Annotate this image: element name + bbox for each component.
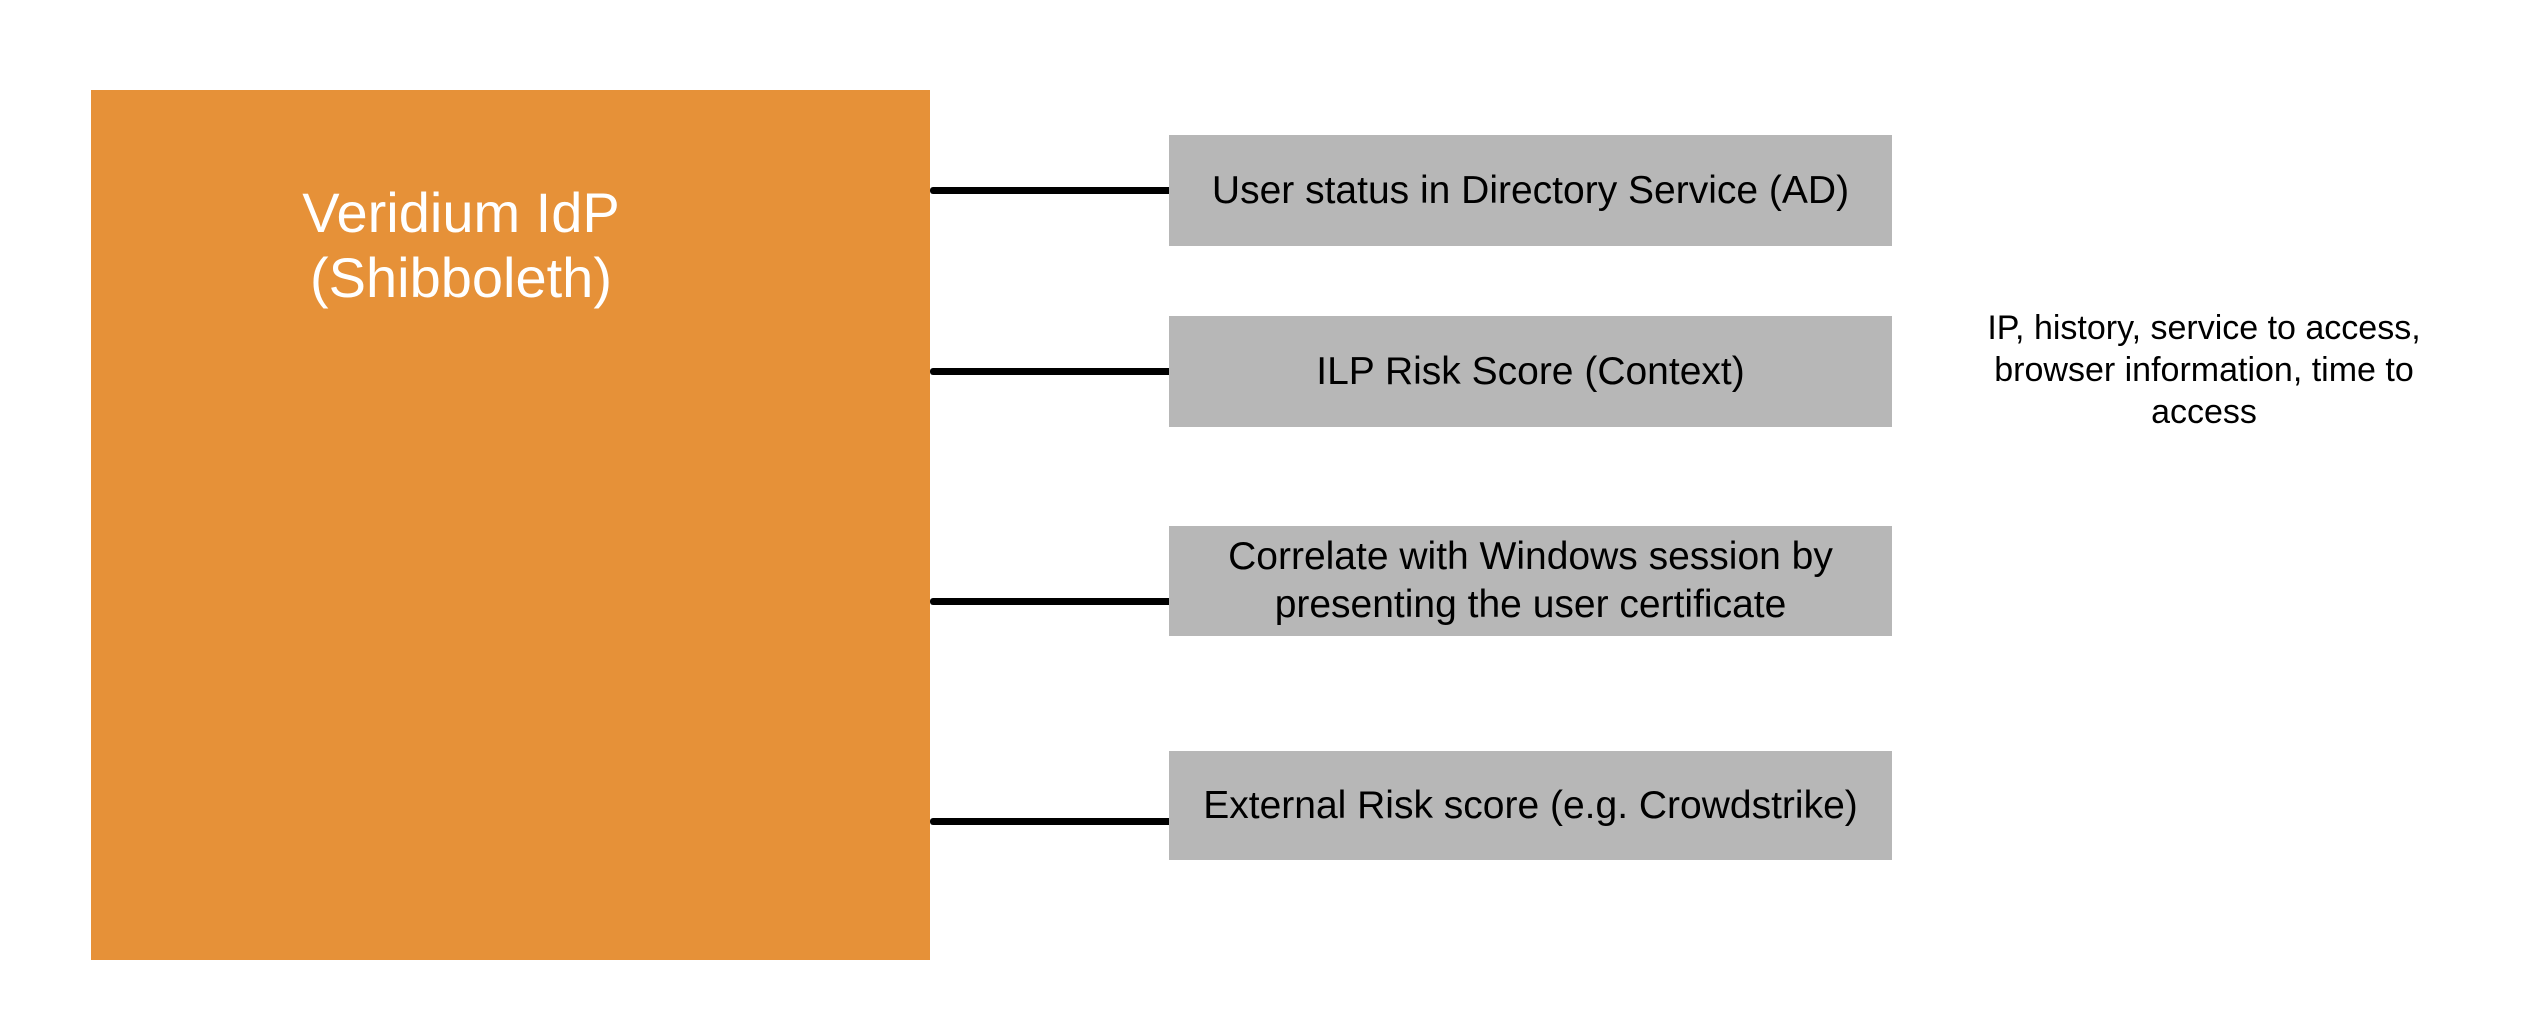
connector-line-ilp-risk: [930, 368, 1169, 375]
context-annotation-line3: access: [2151, 393, 2257, 431]
context-annotation-line1: IP, history, service to access,: [1987, 309, 2421, 347]
factor-box-external-risk-label: External Risk score (e.g. Crowdstrike): [1203, 783, 1858, 827]
factor-box-user-status-label: User status in Directory Service (AD): [1211, 168, 1850, 212]
veridium-idp-box: Veridium IdP (Shibboleth): [91, 90, 930, 960]
factor-box-ilp-risk: ILP Risk Score (Context): [1169, 316, 1892, 427]
factor-box-user-status: User status in Directory Service (AD): [1169, 135, 1892, 246]
veridium-idp-label-line1: Veridium IdP: [302, 181, 620, 244]
context-annotation: IP, history, service to access, browser …: [1964, 307, 2444, 433]
veridium-idp-label: Veridium IdP (Shibboleth): [91, 180, 831, 310]
factor-box-correlate-session: Correlate with Windows session by presen…: [1169, 526, 1892, 636]
connector-line-external-risk: [930, 818, 1169, 825]
connector-line-user-status: [930, 187, 1169, 194]
factor-box-correlate-session-label: Correlate with Windows session by presen…: [1228, 535, 1833, 626]
context-annotation-line2: browser information, time to: [1994, 351, 2414, 389]
connector-line-correlate-session: [930, 598, 1169, 605]
factor-box-external-risk: External Risk score (e.g. Crowdstrike): [1169, 751, 1892, 860]
veridium-idp-label-line2: (Shibboleth): [310, 246, 612, 309]
factor-box-ilp-risk-label: ILP Risk Score (Context): [1316, 349, 1745, 393]
